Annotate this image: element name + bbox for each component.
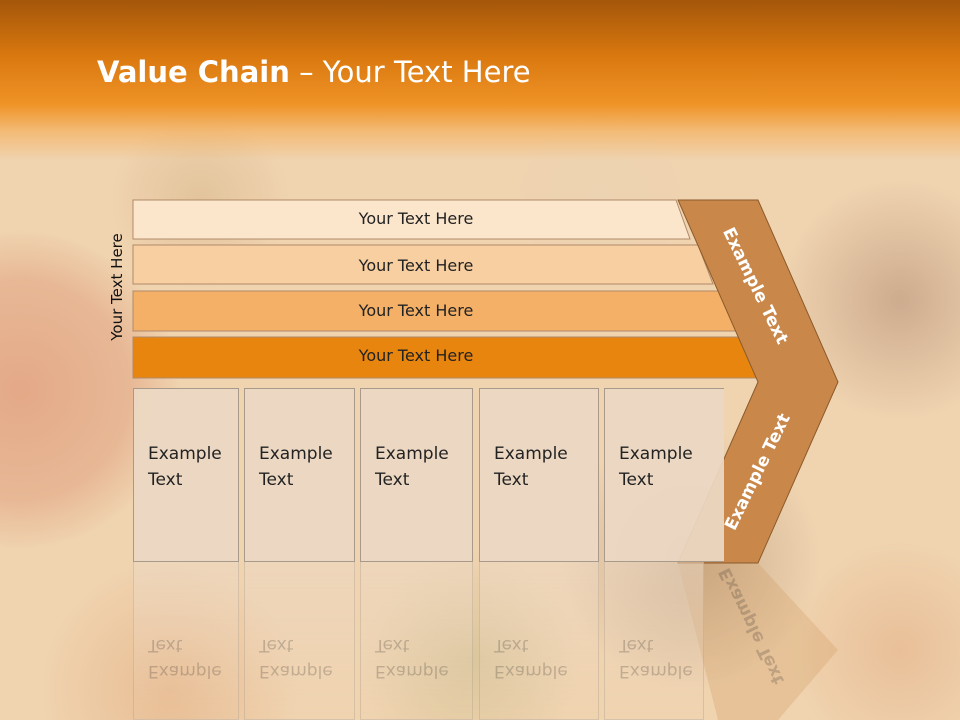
activity-box-text: Example Text [494,444,568,490]
band-label-3: Your Text Here [358,301,474,320]
title-rest: – Your Text Here [289,55,531,89]
chevron-reflection [678,563,838,720]
box-reflection-5: Example Text [604,562,704,720]
reflection-text: Example Text [148,635,222,681]
vertical-axis-label: Your Text Here [108,233,126,341]
box-reflection-1: Example Text [133,562,239,720]
slide-title: Value Chain – Your Text Here [97,55,531,89]
reflection-text: Example Text [494,635,568,681]
activity-box-2: Example Text [244,388,355,562]
band-bar-2 [132,244,714,285]
band-label-4: Your Text Here [358,346,474,365]
activity-box-text: Example Text [375,444,449,490]
title-bar: Value Chain – Your Text Here [0,0,960,160]
band-label-2: Your Text Here [358,256,474,275]
activity-box-1: Example Text [133,388,239,562]
activity-box-text: Example Text [619,444,693,490]
box-reflection-3: Example Text [360,562,473,720]
activity-box-5: Example Text [604,388,724,562]
reflection-text: Example Text [259,635,333,681]
band-bar-1 [132,199,691,240]
box-reflection-2: Example Text [244,562,355,720]
reflection-text: Example Text [619,635,693,681]
activity-box-4: Example Text [479,388,599,562]
title-bold: Value Chain [97,55,290,89]
activity-box-3: Example Text [360,388,473,562]
value-chain-chevron [677,199,839,564]
reflection-text: Example Text [375,635,449,681]
box-reflection-4: Example Text [479,562,599,720]
activity-box-text: Example Text [148,444,222,490]
band-label-1: Your Text Here [358,209,474,228]
activity-box-text: Example Text [259,444,333,490]
